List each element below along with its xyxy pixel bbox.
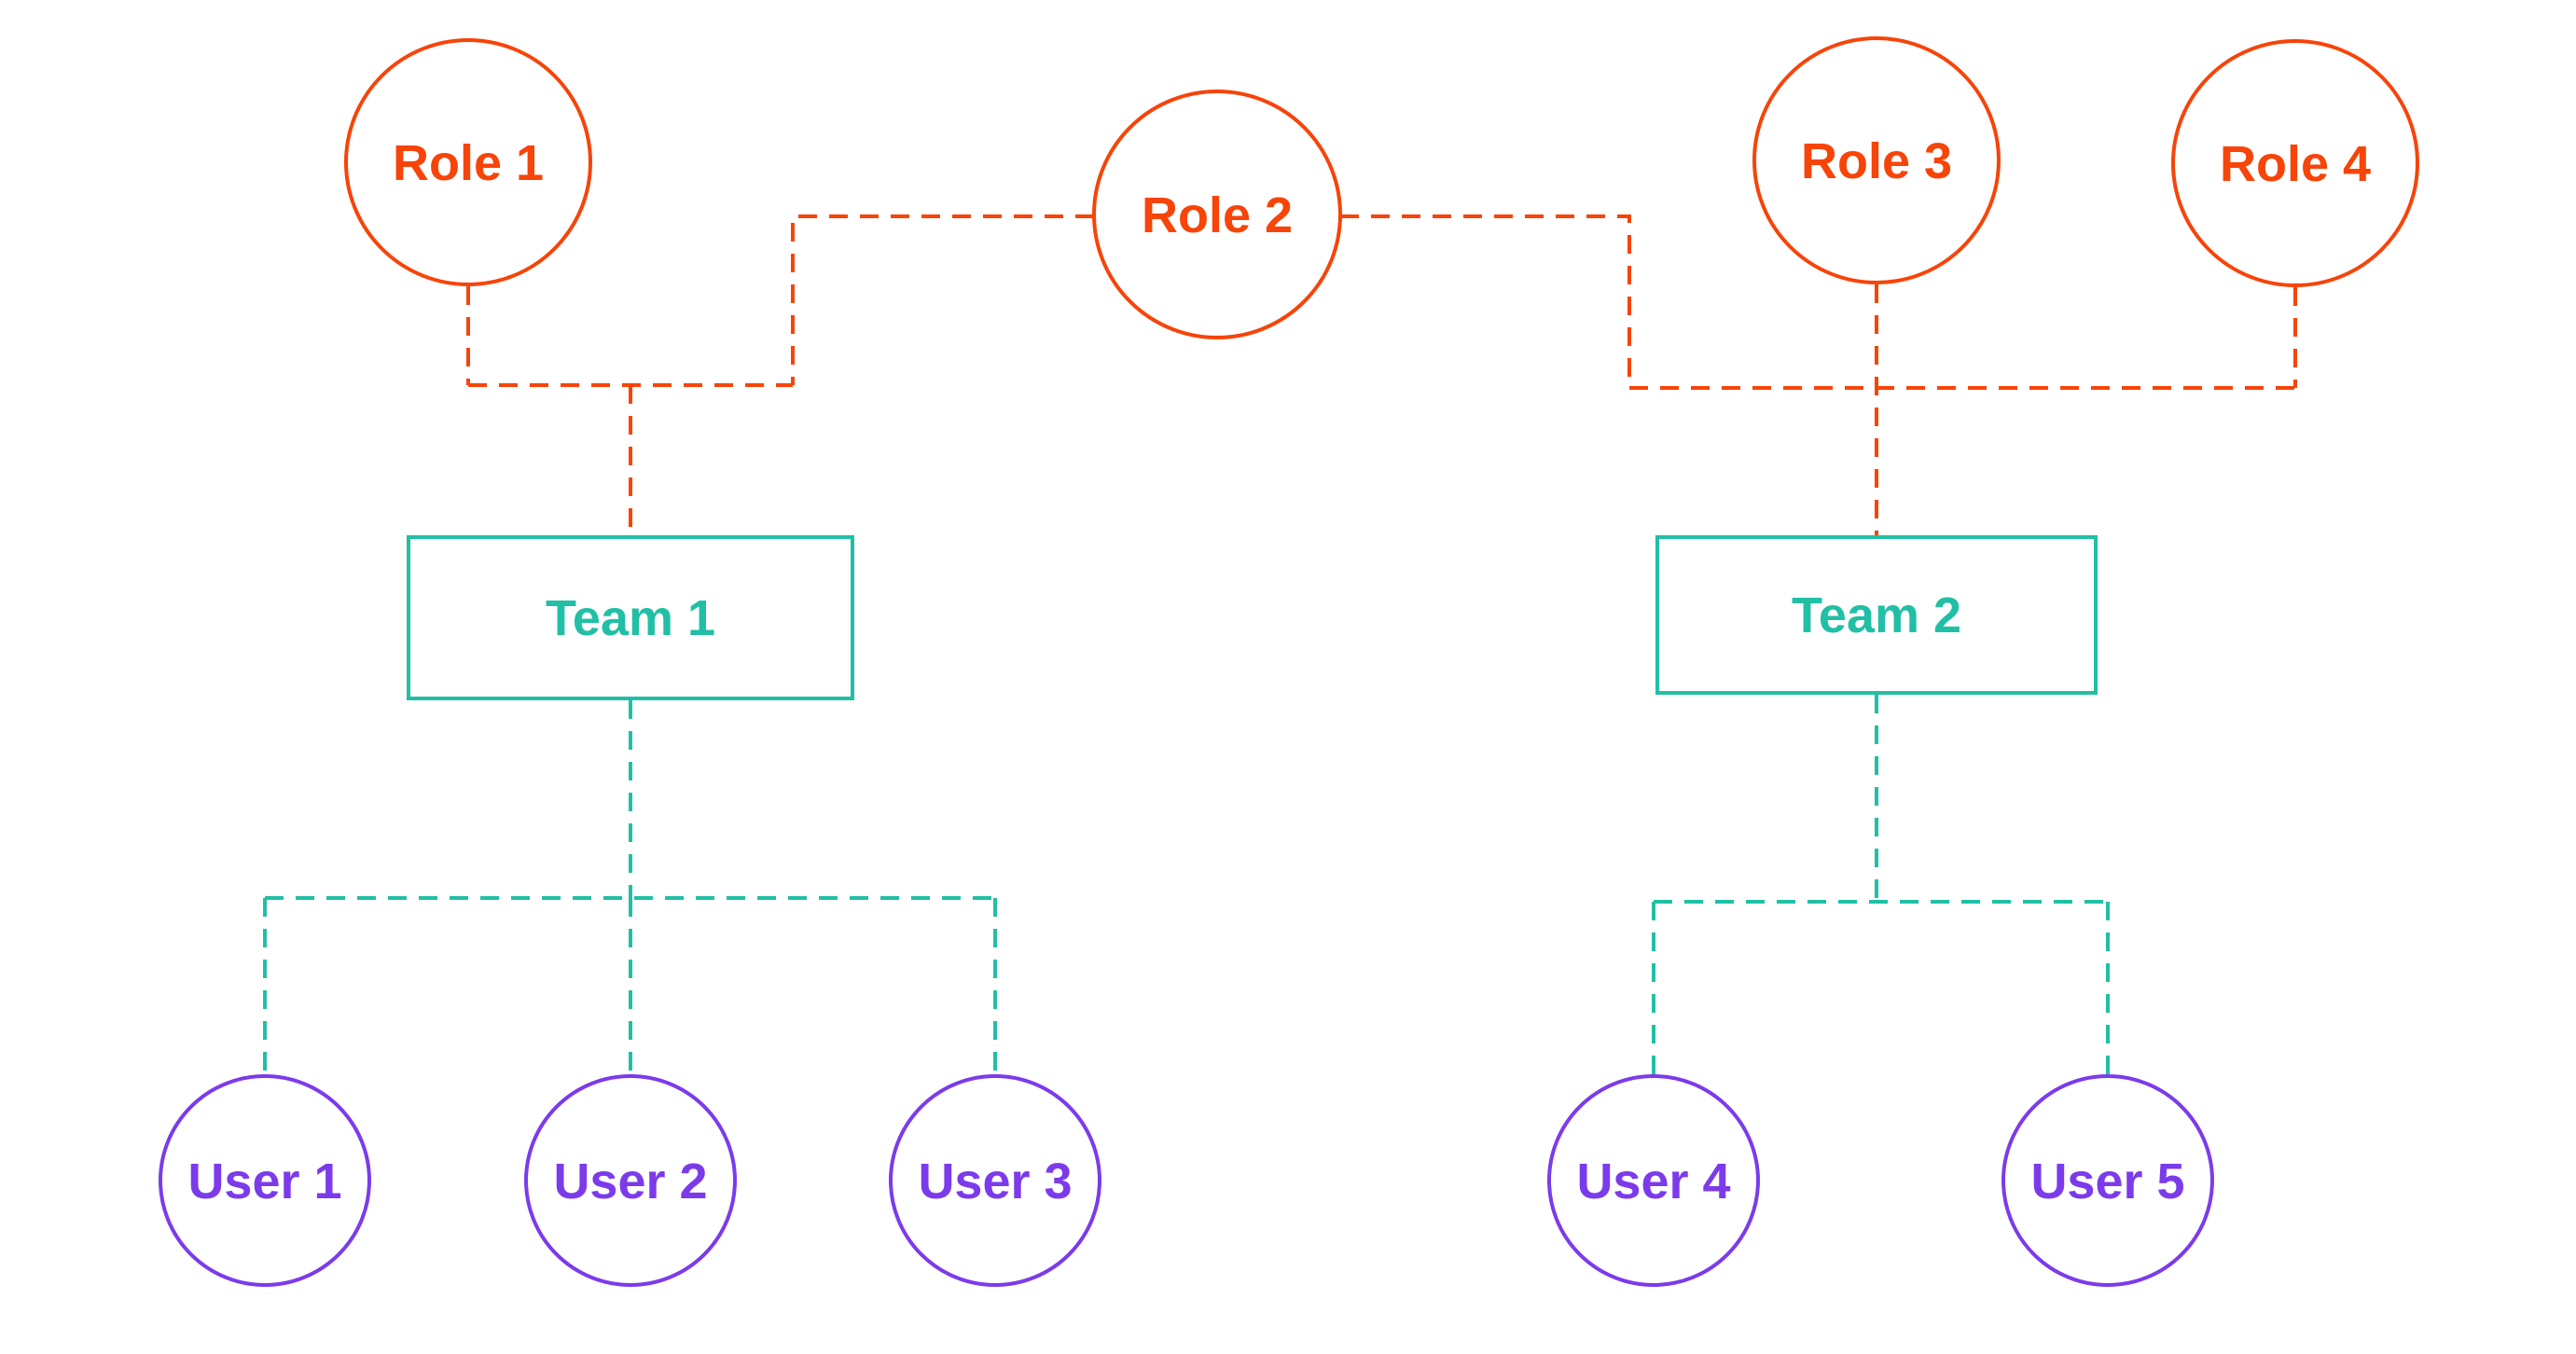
team-node-2: Team 2 bbox=[1655, 535, 2098, 695]
role-node-3: Role 3 bbox=[1752, 36, 2001, 284]
edges-roles-to-team1 bbox=[466, 214, 1094, 535]
edges-team1-to-users bbox=[263, 700, 997, 1074]
role-4-circle bbox=[2171, 39, 2419, 287]
role-4-label: Role 4 bbox=[2220, 136, 2371, 192]
user-node-4: User 4 bbox=[1547, 1074, 1760, 1287]
user-1-circle bbox=[159, 1074, 371, 1287]
user-1-label: User 1 bbox=[187, 1154, 341, 1209]
team-1-label: Team 1 bbox=[546, 590, 715, 646]
user-2-circle bbox=[524, 1074, 737, 1287]
edge-role2-to-bus-right bbox=[1340, 214, 1631, 388]
role-1-circle bbox=[344, 38, 592, 286]
user-2-label: User 2 bbox=[553, 1154, 707, 1209]
role-node-2: Role 2 bbox=[1092, 90, 1342, 339]
team-2-box bbox=[1655, 535, 2098, 695]
user-5-label: User 5 bbox=[2030, 1154, 2184, 1209]
role-1-label: Role 1 bbox=[393, 135, 544, 191]
role-2-circle bbox=[1092, 90, 1342, 339]
team-2-label: Team 2 bbox=[1792, 587, 1961, 643]
user-3-circle bbox=[889, 1074, 1101, 1287]
user-node-5: User 5 bbox=[2001, 1074, 2214, 1287]
user-3-label: User 3 bbox=[918, 1154, 1072, 1209]
user-4-label: User 4 bbox=[1576, 1154, 1730, 1209]
role-2-label: Role 2 bbox=[1142, 187, 1293, 243]
role-3-circle bbox=[1752, 36, 2001, 284]
role-3-label: Role 3 bbox=[1801, 133, 1952, 189]
user-4-circle bbox=[1547, 1074, 1760, 1287]
user-node-1: User 1 bbox=[159, 1074, 371, 1287]
user-node-2: User 2 bbox=[524, 1074, 737, 1287]
user-5-circle bbox=[2001, 1074, 2214, 1287]
team-1-box bbox=[407, 535, 854, 700]
edge-role2-to-bus-left bbox=[791, 214, 1094, 385]
team-node-1: Team 1 bbox=[407, 535, 854, 700]
role-node-4: Role 4 bbox=[2171, 39, 2419, 287]
role-node-1: Role 1 bbox=[344, 38, 592, 286]
user-node-3: User 3 bbox=[889, 1074, 1101, 1287]
edges-team2-to-users bbox=[1652, 695, 2110, 1074]
edges-roles-to-team2 bbox=[1340, 214, 2297, 535]
